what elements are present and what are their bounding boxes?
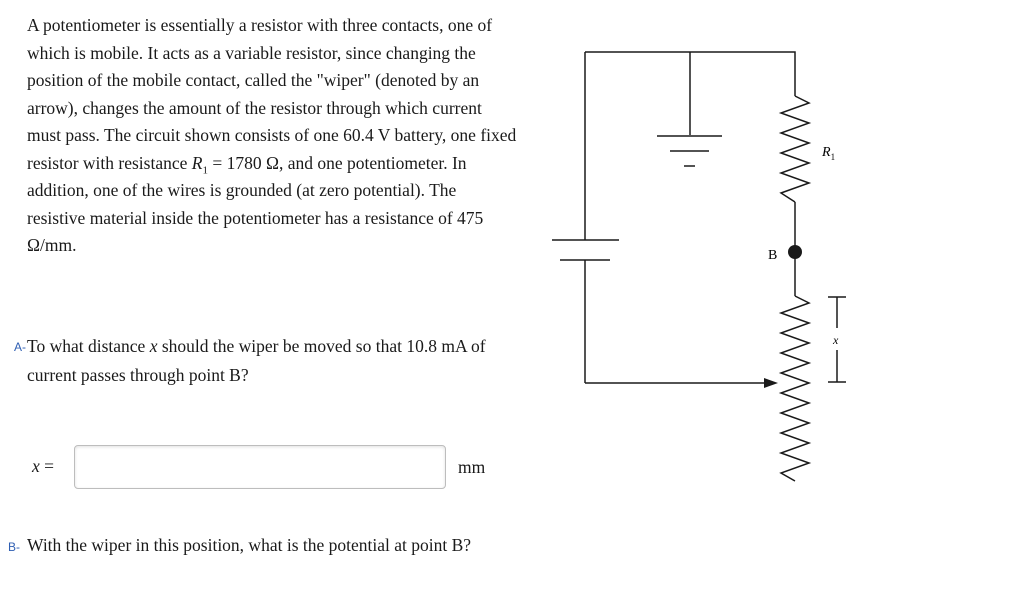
resistor-r1: [778, 95, 812, 203]
question-a-text-1: To what distance: [27, 336, 150, 356]
point-b-label: B: [768, 248, 777, 263]
question-a-text: To what distance x should the wiper be m…: [27, 332, 497, 390]
question-a-text-2: should the wiper be moved so that 10.8 m…: [27, 336, 486, 385]
answer-a-unit: mm: [458, 457, 486, 477]
r1-label-symbol: R: [821, 145, 831, 160]
problem-statement: A potentiometer is essentially a resisto…: [27, 12, 517, 260]
point-b-dot: [788, 245, 802, 259]
answer-a-label: x =: [32, 456, 54, 477]
question-a-var: x: [149, 336, 158, 356]
r1-label: R1: [821, 145, 835, 162]
wire-top: [585, 51, 796, 96]
question-b-text: With the wiper in this position, what is…: [27, 535, 472, 555]
distance-label: x: [832, 333, 839, 347]
answer-a-var: x: [32, 456, 40, 476]
r1-label-sub: 1: [831, 152, 836, 162]
r1-subscript: 1: [202, 164, 208, 176]
r1-symbol: R: [191, 152, 203, 173]
circuit-diagram: B R1 x: [552, 51, 846, 482]
intro-text-1: A potentiometer is essentially a resisto…: [27, 15, 517, 173]
answer-a-eq: =: [39, 456, 55, 476]
potentiometer-resistor: [778, 295, 812, 482]
answer-a-input[interactable]: [74, 445, 446, 489]
intro-text-2: = 1780 Ω, and one potentiometer. In addi…: [27, 152, 484, 256]
question-b-label: B-: [8, 540, 20, 554]
question-a-label: A-: [14, 340, 26, 354]
wiper-arrow-icon: [764, 378, 778, 388]
